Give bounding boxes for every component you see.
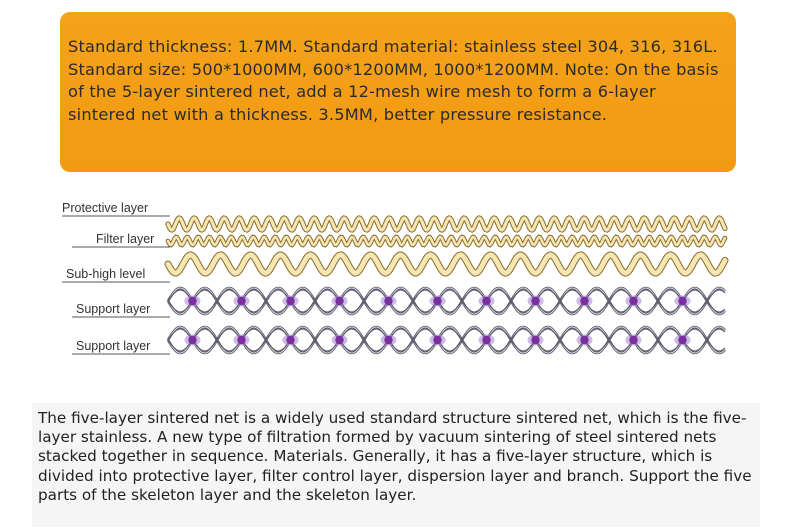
weave-graphic bbox=[164, 215, 729, 355]
support-layer-2-knot bbox=[580, 335, 589, 345]
layer-diagram: Protective layer Filter layer Sub-high l… bbox=[62, 201, 729, 355]
support-layer-1-knot bbox=[433, 296, 442, 306]
label-protective-layer: Protective layer bbox=[62, 201, 148, 215]
description-text: The five-layer sintered net is a widely … bbox=[38, 409, 752, 504]
support-layer-1-knot bbox=[482, 296, 491, 306]
support-layer-1-knot bbox=[678, 296, 687, 306]
support-layer-2-knot bbox=[482, 335, 491, 345]
filter-wire bbox=[166, 235, 727, 247]
label-support-layer-1: Support layer bbox=[76, 302, 150, 316]
label-support-layer-2: Support layer bbox=[76, 339, 150, 353]
support-layer-2-knot bbox=[629, 335, 638, 345]
support-layer-2-knot bbox=[531, 335, 540, 345]
label-lines bbox=[62, 215, 170, 355]
support-layer-2-knot bbox=[286, 335, 295, 345]
note-text: Standard thickness: 1.7MM. Standard mate… bbox=[68, 37, 719, 124]
support-layer-2-knot bbox=[384, 335, 393, 345]
support-layer-1-knot bbox=[286, 296, 295, 306]
support-layer-2-knot bbox=[433, 335, 442, 345]
protective-wire bbox=[166, 216, 727, 232]
support-layer-2-knot bbox=[188, 335, 197, 345]
support-layer-2-knot bbox=[237, 335, 246, 345]
description-box: The five-layer sintered net is a widely … bbox=[32, 403, 760, 527]
support-layer-1-knot bbox=[629, 296, 638, 306]
label-sub-high-level: Sub-high level bbox=[66, 267, 145, 281]
support-layer-1-knot bbox=[335, 296, 344, 306]
support-layer-2-knot bbox=[678, 335, 687, 345]
support-layer-1-knot bbox=[188, 296, 197, 306]
support-layer-1-knot bbox=[384, 296, 393, 306]
label-filter-layer: Filter layer bbox=[96, 232, 154, 246]
note-box: Standard thickness: 1.7MM. Standard mate… bbox=[60, 12, 736, 172]
support-layer-1-knot bbox=[237, 296, 246, 306]
support-layer-2-knot bbox=[335, 335, 344, 345]
sub-high-wire bbox=[165, 252, 728, 276]
support-layer-1-knot bbox=[580, 296, 589, 306]
support-layer-1-knot bbox=[531, 296, 540, 306]
